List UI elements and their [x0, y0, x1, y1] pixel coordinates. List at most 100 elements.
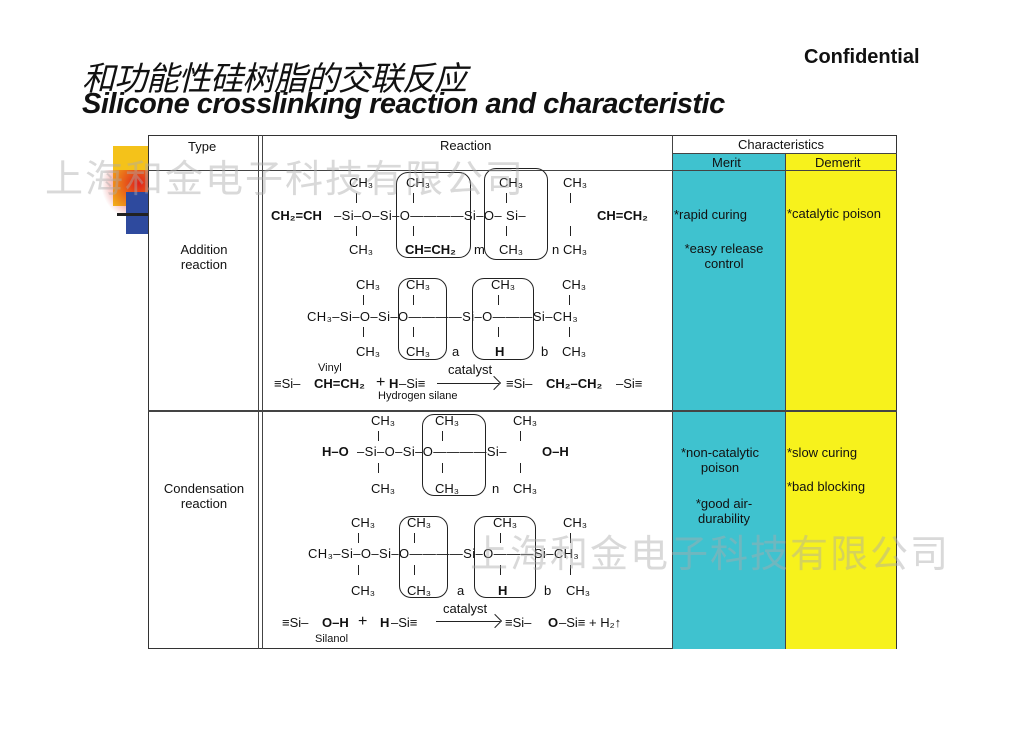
ch3-label: CH₃	[371, 413, 396, 428]
bond-line	[498, 295, 499, 305]
bond-line	[570, 193, 571, 203]
bond-line	[413, 193, 414, 203]
ch3-label: CH₃	[349, 175, 374, 190]
bond-line	[570, 226, 571, 236]
title-english: Silicone crosslinking reaction and chara…	[82, 88, 725, 120]
divider	[785, 153, 786, 649]
type-condensation: Condensation reaction	[163, 481, 245, 511]
deco-black-line	[117, 213, 148, 216]
eq-term: CH=CH₂	[314, 376, 365, 391]
subscript-a: a	[452, 344, 460, 359]
repeat-bracket	[399, 516, 448, 598]
bond-line	[358, 533, 359, 543]
siloxane-chain: –Si–O–Si–O————Si–	[357, 444, 507, 459]
ch3-label: CH₃	[407, 515, 432, 530]
ch3-label: CH₃	[349, 242, 374, 257]
bond-line	[506, 226, 507, 236]
demerit-item: *slow curing	[787, 445, 858, 460]
ch3-label: CH₃	[406, 277, 431, 292]
divider	[672, 135, 673, 649]
ch3-label: CH₃	[566, 583, 591, 598]
vinyl-end: CH=CH₂	[597, 208, 648, 223]
subscript-n: n	[492, 481, 500, 496]
type-addition: Addition reaction	[180, 242, 228, 272]
ch3-label: CH₃	[351, 515, 376, 530]
merit-item: *rapid curing	[674, 207, 747, 222]
ch3-label: CH₃	[435, 413, 460, 428]
eq-term: H	[380, 615, 390, 630]
bond-line	[378, 431, 379, 441]
catalyst-label: catalyst	[448, 362, 493, 377]
bond-line	[413, 295, 414, 305]
reaction-arrow	[437, 383, 499, 384]
title-chinese: 和功能性硅树脂的交联反应	[82, 59, 467, 98]
header-type: Type	[188, 139, 217, 154]
repeat-bracket	[474, 516, 536, 598]
bond-line	[413, 226, 414, 236]
bond-line	[356, 193, 357, 203]
ch3-label: CH₃	[513, 481, 538, 496]
repeat-bracket	[422, 414, 486, 496]
bond-line	[378, 463, 379, 473]
ch3-label: CH₃	[491, 277, 516, 292]
bond-line	[363, 327, 364, 337]
eq-term: H	[389, 376, 399, 391]
ch3-label: CH₃	[407, 583, 432, 598]
eq-term: O–H	[322, 615, 349, 630]
merit-item: *non-catalytic poison	[680, 445, 760, 475]
header-reaction: Reaction	[440, 138, 492, 153]
bond-line	[414, 565, 415, 575]
hydrogen-atom: H	[495, 344, 505, 359]
repeat-bracket	[398, 278, 447, 360]
ch3-label: CH₃	[351, 583, 376, 598]
siloxane-chain: CH₃–Si–O–Si–O————Si–O———Si–CH₃	[307, 309, 579, 324]
merit-column	[672, 153, 785, 649]
bond-line	[413, 327, 414, 337]
ch3-label: CH₃	[406, 175, 431, 190]
eq-term: O	[548, 615, 559, 630]
ch3-label: CH₃	[371, 481, 396, 496]
bond-line	[356, 226, 357, 236]
ch3-label: CH₃	[493, 515, 518, 530]
demerit-item: *catalytic poison	[787, 206, 881, 221]
subscript-a: a	[457, 583, 465, 598]
hydrogen-atom: H	[498, 583, 508, 598]
bond-line	[442, 463, 443, 473]
demerit-column	[785, 153, 896, 649]
subscript-b: b	[541, 344, 549, 359]
bond-line	[500, 533, 501, 543]
ch3-label: CH₃	[499, 242, 524, 257]
bond-line	[569, 295, 570, 305]
eq-term: ≡Si–	[506, 376, 533, 391]
ch3-label: CH₃	[499, 175, 524, 190]
eq-term: –Si≡	[399, 376, 426, 391]
eq-term: –Si≡	[391, 615, 418, 630]
header-demerit: Demerit	[815, 155, 861, 170]
catalyst-label: catalyst	[443, 601, 488, 616]
ch3-label: CH₃	[513, 413, 538, 428]
watermark: 上海和金电子科技有限公司	[470, 532, 951, 576]
ch3-label: CH₃	[563, 515, 588, 530]
merit-item: *good air- durability	[695, 496, 753, 526]
eq-term: +	[358, 613, 368, 630]
bond-line	[570, 533, 571, 543]
header-merit: Merit	[712, 155, 741, 170]
eq-term: –Si≡ + H₂↑	[559, 615, 622, 630]
siloxane-chain: CH₃–Si–O–Si–O————Si–O———Si–CH₃	[308, 546, 580, 561]
subscript-m: m	[474, 242, 485, 257]
eq-term: +	[376, 374, 386, 391]
eq-term: ≡Si–	[505, 615, 532, 630]
divider	[148, 410, 897, 412]
vinyl-label: Vinyl	[318, 362, 342, 374]
merit-item: *easy release control	[684, 241, 764, 271]
ch3-label: CH₃	[563, 242, 588, 257]
bond-line	[520, 463, 521, 473]
divider	[148, 170, 897, 171]
bond-line	[506, 193, 507, 203]
repeat-bracket	[484, 168, 548, 260]
ch3-label: CH₃	[563, 175, 588, 190]
divider	[672, 153, 897, 154]
subscript-b: b	[544, 583, 552, 598]
reaction-table	[148, 135, 897, 649]
divider	[258, 135, 259, 649]
